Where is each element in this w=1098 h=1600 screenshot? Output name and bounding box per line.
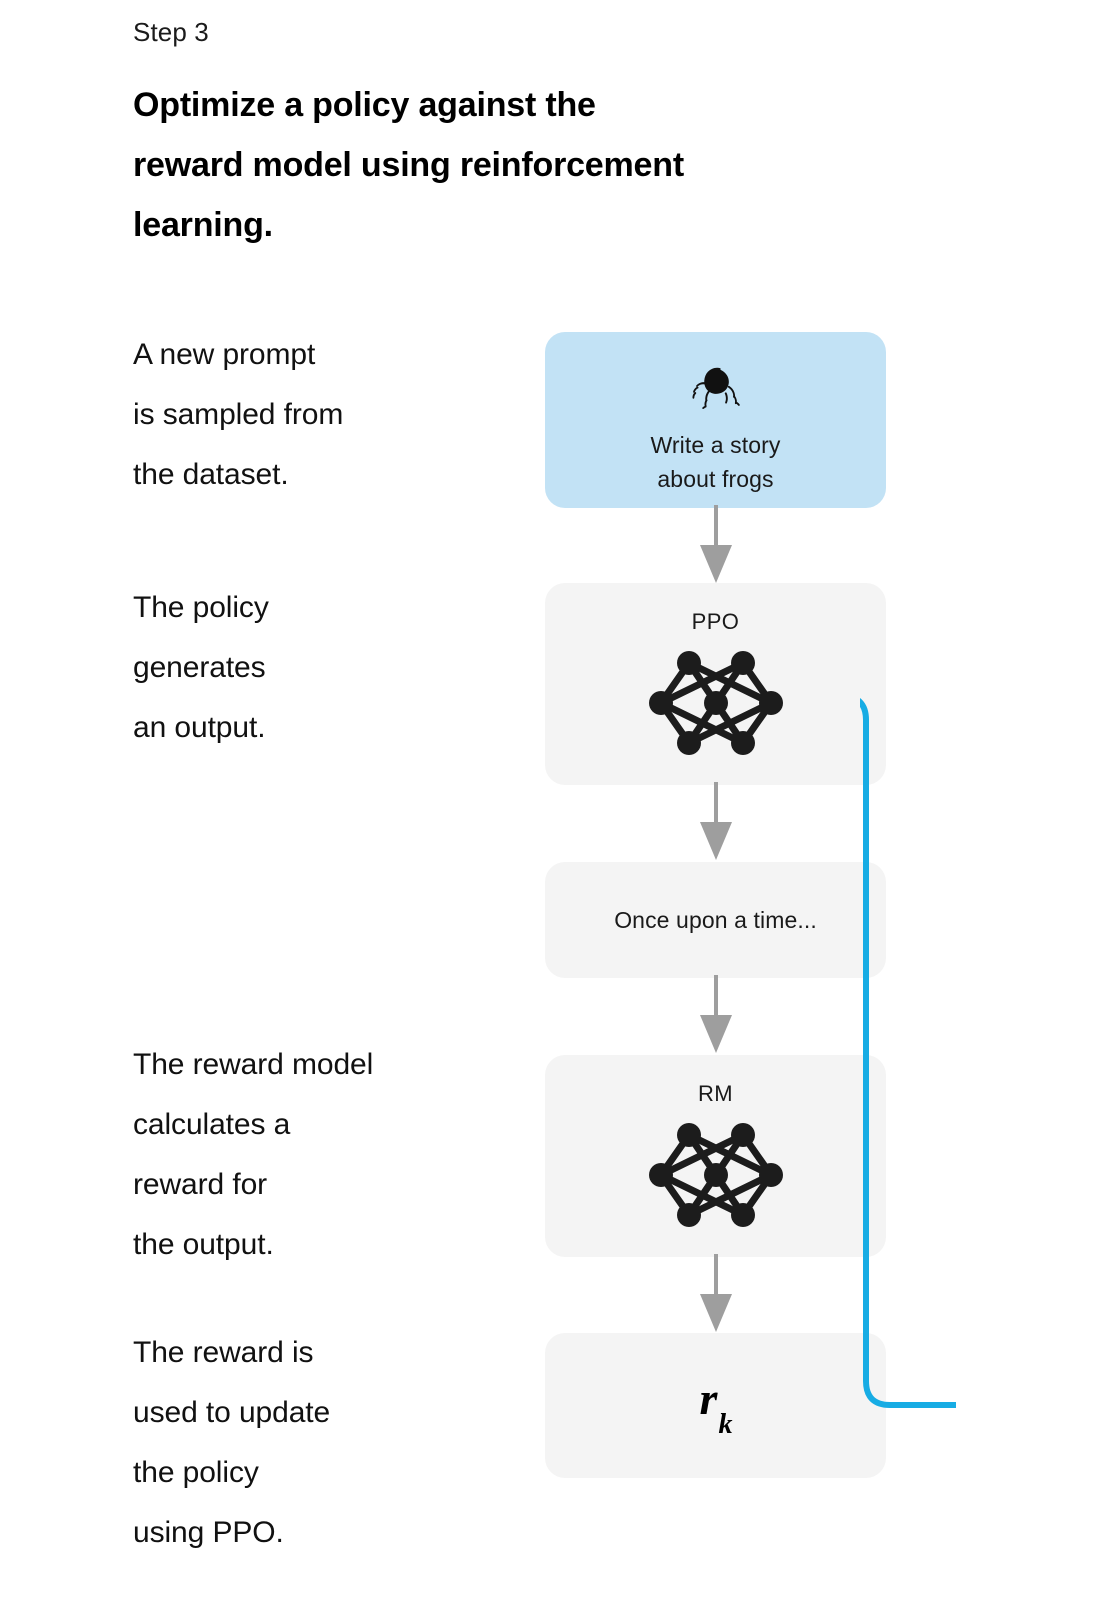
- blurb-prompt-line-3: the dataset.: [133, 458, 289, 491]
- blurb-policy: The policy generates an output.: [133, 578, 533, 758]
- page-title: Optimize a policy against the reward mod…: [133, 86, 684, 244]
- blurb-update-line-1: The reward is: [133, 1336, 314, 1369]
- blurb-reward-model-line-4: the output.: [133, 1228, 274, 1261]
- blurb-reward-model: The reward model calculates a reward for…: [133, 1035, 533, 1275]
- blurb-update: The reward is used to update the policy …: [133, 1323, 533, 1563]
- frog-icon-wrap: [545, 358, 886, 414]
- blurb-update-line-2: used to update: [133, 1396, 331, 1429]
- step-eyebrow: Step 3: [133, 17, 209, 47]
- policy-network-icon-wrap: [545, 641, 886, 765]
- reward-card[interactable]: rk: [545, 1333, 886, 1478]
- prompt-card-line-2: about frogs: [657, 466, 774, 492]
- blurb-policy-line-1: The policy: [133, 591, 269, 624]
- arrow-policy-to-output: [700, 782, 732, 860]
- prompt-card-text: Write a story about frogs: [545, 428, 886, 496]
- reward-symbol: rk: [545, 1371, 886, 1439]
- neural-network-icon: [648, 1123, 783, 1227]
- blurb-update-line-3: the policy: [133, 1456, 259, 1489]
- policy-card-label: PPO: [691, 609, 740, 634]
- policy-card[interactable]: PPO: [545, 583, 886, 785]
- prompt-card-line-1: Write a story: [650, 432, 781, 458]
- arrow-reward-model-to-reward: [700, 1254, 732, 1332]
- blurb-reward-model-line-2: calculates a: [133, 1108, 291, 1141]
- arrow-prompt-to-policy: [700, 505, 732, 583]
- output-card[interactable]: Once upon a time...: [545, 862, 886, 978]
- reward-symbol-subscript: k: [718, 1409, 733, 1441]
- blurb-policy-line-3: an output.: [133, 711, 266, 744]
- blurb-reward-model-line-1: The reward model: [133, 1048, 374, 1081]
- reward-symbol-base: r: [699, 1373, 718, 1424]
- reward-model-card-label: RM: [697, 1081, 733, 1106]
- arrow-output-to-reward-model: [700, 975, 732, 1053]
- output-card-text: Once upon a time...: [614, 907, 817, 933]
- blurb-prompt-line-1: A new prompt: [133, 338, 316, 371]
- prompt-card[interactable]: Write a story about frogs: [545, 332, 886, 508]
- blurb-prompt: A new prompt is sampled from the dataset…: [133, 325, 533, 505]
- blurb-policy-line-2: generates: [133, 651, 266, 684]
- frog-icon: [692, 367, 740, 410]
- blurb-reward-model-line-3: reward for: [133, 1168, 268, 1201]
- blurb-update-line-4: using PPO.: [133, 1516, 284, 1549]
- neural-network-icon: [648, 651, 783, 755]
- reward-model-card[interactable]: RM: [545, 1055, 886, 1257]
- feedback-arrow-reward-to-policy: [860, 698, 956, 1408]
- blurb-prompt-line-2: is sampled from: [133, 398, 344, 431]
- reward-model-network-icon-wrap: [545, 1113, 886, 1237]
